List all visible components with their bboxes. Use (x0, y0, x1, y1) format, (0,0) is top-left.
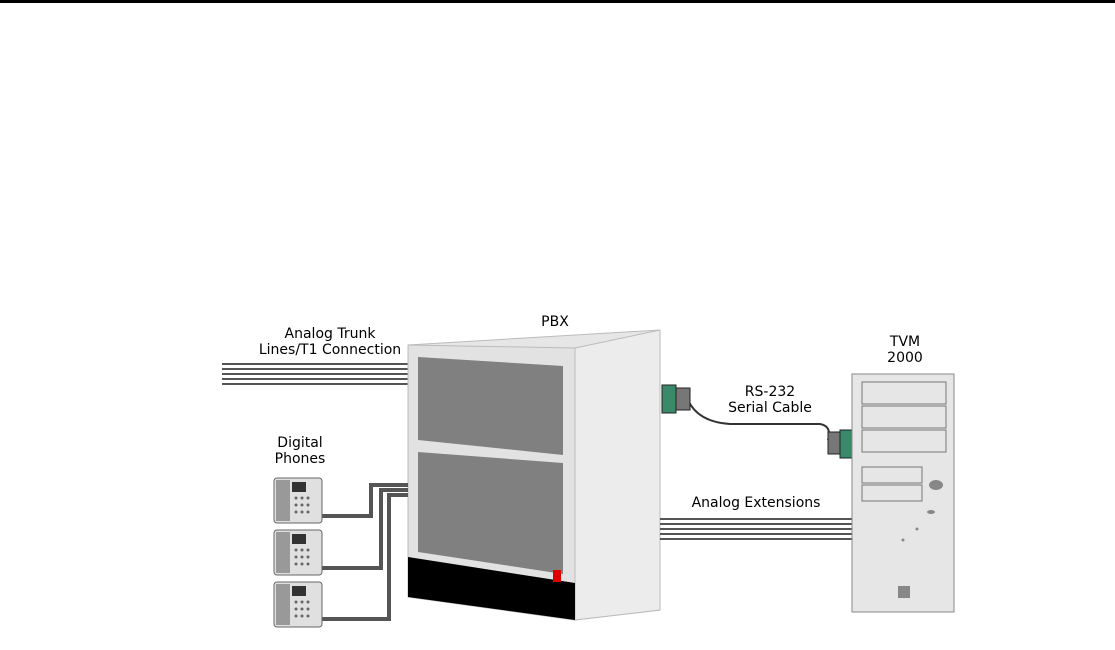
tvm-label: TVM 2000 (875, 334, 935, 366)
pbx-upper-panel (418, 357, 563, 455)
tvm-label-line1: TVM (889, 334, 921, 350)
power-button-icon (929, 480, 943, 490)
digital-phone (273, 477, 323, 524)
phones-label: Digital Phones (260, 435, 340, 467)
serial-cable (661, 384, 855, 459)
serial-connector-icon (661, 384, 677, 414)
phone-cables (320, 483, 408, 621)
trunk-lines (222, 363, 408, 385)
serial-label-line2: Serial Cable (728, 400, 812, 416)
serial-label-line1: RS-232 (744, 384, 796, 400)
digital-phone (273, 529, 323, 576)
pbx-cabinet (407, 329, 661, 621)
extensions-label: Analog Extensions (691, 495, 821, 511)
phones-label-line2: Phones (274, 451, 326, 467)
top-rule (0, 0, 1115, 3)
tvm-tower (851, 373, 955, 613)
trunk-label-line1: Analog Trunk (284, 326, 376, 342)
digital-phone (273, 581, 323, 628)
trunk-label: Analog Trunk Lines/T1 Connection (245, 326, 415, 358)
extension-lines (660, 518, 852, 540)
trunk-label-line2: Lines/T1 Connection (258, 342, 402, 358)
pbx-lower-panel (418, 452, 563, 574)
pbx-label: PBX (541, 314, 569, 330)
serial-label: RS-232 Serial Cable (715, 384, 825, 416)
phones-label-line1: Digital (277, 435, 323, 451)
power-led (553, 570, 561, 582)
tvm-label-line2: 2000 (887, 350, 923, 366)
